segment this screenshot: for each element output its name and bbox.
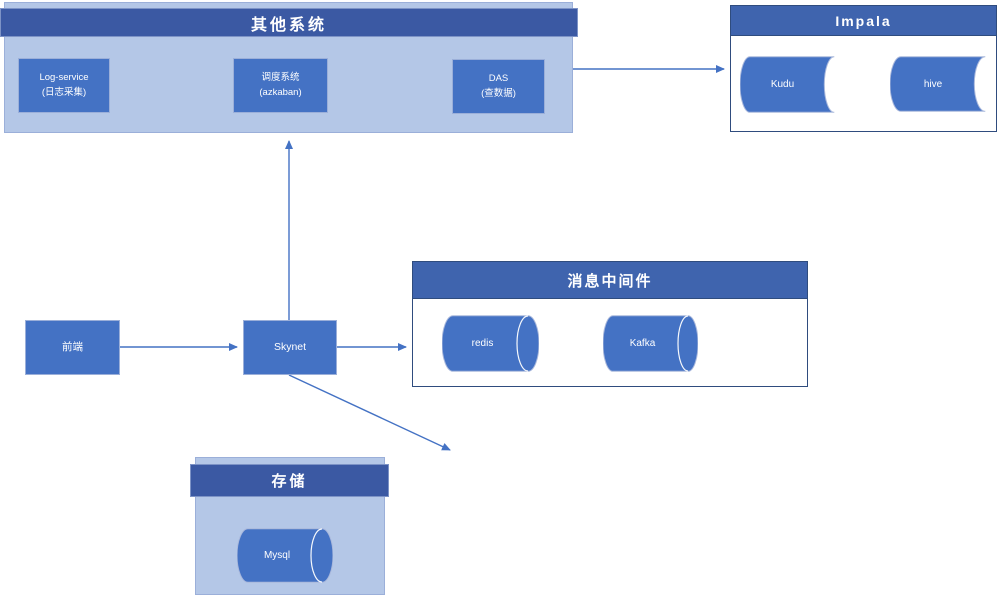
- node-skynet-label: Skynet: [273, 341, 307, 354]
- node-scheduler-line1: 调度系统: [261, 71, 300, 83]
- storage-title: 存储: [271, 473, 308, 490]
- store-kudu-label: Kudu: [770, 79, 795, 90]
- store-redis-label: redis: [471, 338, 494, 349]
- store-kafka: Kafka: [603, 315, 698, 372]
- other-systems-title: 其他系统: [250, 16, 327, 34]
- node-das-line1: DAS: [488, 72, 509, 84]
- storage-header: 存储: [190, 464, 389, 497]
- store-hive-label: hive: [923, 78, 943, 90]
- node-log-service-line1: Log-service: [39, 71, 89, 83]
- other-systems-header: 其他系统: [0, 8, 578, 37]
- node-frontend: 前端: [25, 320, 120, 375]
- store-hive: hive: [890, 56, 986, 112]
- node-scheduler-line2: (azkaban): [259, 86, 302, 98]
- store-kudu: Kudu: [740, 56, 835, 113]
- node-scheduler: 调度系统 (azkaban): [233, 58, 328, 113]
- store-kafka-label: Kafka: [629, 338, 656, 349]
- node-skynet: Skynet: [243, 320, 337, 375]
- node-log-service: Log-service (日志采集): [18, 58, 110, 113]
- impala-header: Impala: [731, 6, 996, 36]
- node-das: DAS (查数据): [452, 59, 545, 114]
- node-log-service-line2: (日志采集): [41, 86, 87, 98]
- store-mysql: Mysql: [237, 528, 333, 583]
- node-frontend-label: 前端: [62, 341, 83, 354]
- node-das-line2: (查数据): [481, 87, 516, 99]
- store-redis: redis: [442, 315, 539, 372]
- impala-title: Impala: [835, 12, 892, 29]
- middleware-title: 消息中间件: [567, 272, 653, 290]
- middleware-header: 消息中间件: [413, 262, 807, 299]
- store-mysql-label: Mysql: [263, 550, 291, 561]
